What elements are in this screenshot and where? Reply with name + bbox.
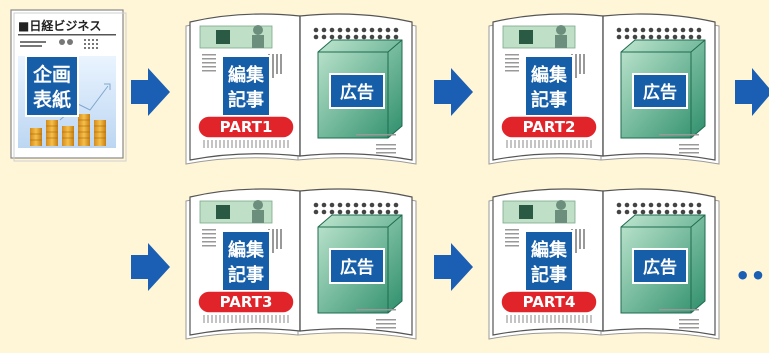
- header-photo-person: [556, 200, 566, 210]
- editorial-label-line1: 編集: [531, 239, 568, 261]
- left-bottom-hatch: [506, 315, 592, 323]
- part-pill: [500, 115, 598, 139]
- header-photo-block: [519, 30, 533, 44]
- part-pill: [197, 290, 295, 314]
- left-bottom-hatch: [203, 315, 289, 323]
- ad-label: 広告: [340, 257, 374, 278]
- part-label: PART1: [220, 118, 273, 136]
- ad-label-box: [632, 248, 688, 284]
- editorial-label-line2: 記事: [531, 89, 567, 111]
- header-photo-body: [252, 35, 264, 48]
- arrow-part2-to-next: [735, 68, 769, 116]
- editorial-label-line2: 記事: [228, 264, 264, 286]
- cover-dots: [20, 39, 98, 49]
- editorial-label-line1: 編集: [228, 64, 265, 86]
- cover-magazine: ■日経ビジネス: [10, 9, 127, 162]
- header-photo-person: [253, 200, 263, 210]
- flow-arrows: [131, 68, 769, 291]
- right-bottom-lines: [356, 309, 396, 329]
- magazine-spreads: 編集記事PART1広告編集記事PART2広告編集記事PART3広告編集記事PAR…: [185, 13, 720, 340]
- header-photo-body: [555, 210, 567, 223]
- arrow-part1-to-part2: [434, 68, 473, 116]
- editorial-box: [221, 55, 271, 117]
- editorial-label-line1: 編集: [228, 239, 265, 261]
- header-photo-body: [555, 35, 567, 48]
- part-pill: [197, 115, 295, 139]
- cover-back-edge: [13, 12, 127, 162]
- editorial-box: [524, 55, 574, 117]
- arrow-part3-to-part4: [434, 243, 473, 291]
- left-bottom-hatch: [203, 140, 289, 148]
- right-dots: [313, 202, 399, 215]
- header-photo-person: [253, 25, 263, 35]
- ad-label-box: [632, 73, 688, 109]
- cover-title-line2: 表紙: [33, 88, 71, 111]
- header-photo-block: [216, 30, 230, 44]
- ad-label-box: [329, 248, 385, 284]
- right-bottom-lines: [659, 309, 699, 329]
- right-bottom-lines: [356, 134, 396, 154]
- header-photo-block: [519, 205, 533, 219]
- cover-coins: [30, 114, 106, 146]
- cover-brand: ■日経ビジネス: [18, 18, 101, 33]
- right-dots: [616, 202, 702, 215]
- header-photo-body: [252, 210, 264, 223]
- left-bottom-hatch: [506, 140, 592, 148]
- cover-title-box: [25, 55, 79, 117]
- editorial-box: [524, 230, 574, 292]
- arrow-cover-to-part1: [131, 68, 170, 116]
- header-photo-person: [556, 25, 566, 35]
- cover-rule: [18, 34, 116, 36]
- part-label: PART2: [523, 118, 576, 136]
- ad-label: 広告: [643, 82, 677, 103]
- right-dots: [313, 27, 399, 40]
- right-dots: [616, 27, 702, 40]
- continuation-dots: •••: [735, 262, 769, 290]
- ad-label: 広告: [643, 257, 677, 278]
- header-photo-block: [216, 205, 230, 219]
- right-bottom-lines: [659, 134, 699, 154]
- ad-label-box: [329, 73, 385, 109]
- part-pill: [500, 290, 598, 314]
- cover-title-line1: 企画: [32, 63, 71, 86]
- editorial-label-line1: 編集: [531, 64, 568, 86]
- arrow-to-part3: [131, 243, 170, 291]
- editorial-label-line2: 記事: [228, 89, 264, 111]
- part-label: PART3: [220, 293, 273, 311]
- ad-label: 広告: [340, 82, 374, 103]
- part-label: PART4: [523, 293, 576, 311]
- editorial-box: [221, 230, 271, 292]
- editorial-label-line2: 記事: [531, 264, 567, 286]
